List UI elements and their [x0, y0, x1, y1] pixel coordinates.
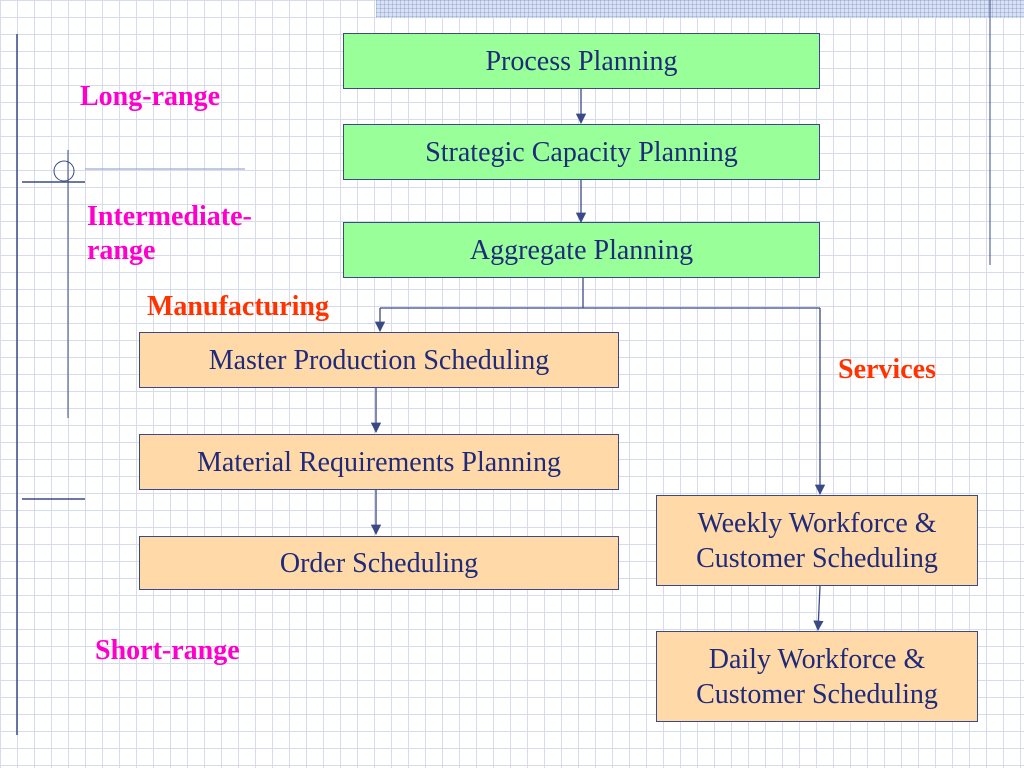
- circle-ornament: [53, 160, 75, 182]
- material-requirements-planning-box: Material Requirements Planning: [139, 434, 619, 490]
- strategic-capacity-planning-box: Strategic Capacity Planning: [343, 124, 820, 180]
- aggregate-planning-box: Aggregate Planning: [343, 222, 820, 278]
- intermediate-range-label: Intermediate- range: [87, 201, 252, 266]
- arrow-weekly-to-daily: [813, 585, 824, 632]
- order-scheduling-box: Order Scheduling: [139, 536, 619, 590]
- process-planning-box: Process Planning: [343, 33, 820, 89]
- long-range-label: Long-range: [80, 81, 220, 112]
- short-range-label: Short-range: [95, 635, 240, 666]
- services-label: Services: [838, 354, 936, 385]
- header-band: [376, 0, 1024, 18]
- daily-workforce-scheduling-box: Daily Workforce & Customer Scheduling: [656, 631, 978, 722]
- weekly-workforce-scheduling-box: Weekly Workforce & Customer Scheduling: [656, 495, 978, 586]
- manufacturing-label: Manufacturing: [147, 291, 329, 322]
- master-production-scheduling-box: Master Production Scheduling: [139, 332, 619, 388]
